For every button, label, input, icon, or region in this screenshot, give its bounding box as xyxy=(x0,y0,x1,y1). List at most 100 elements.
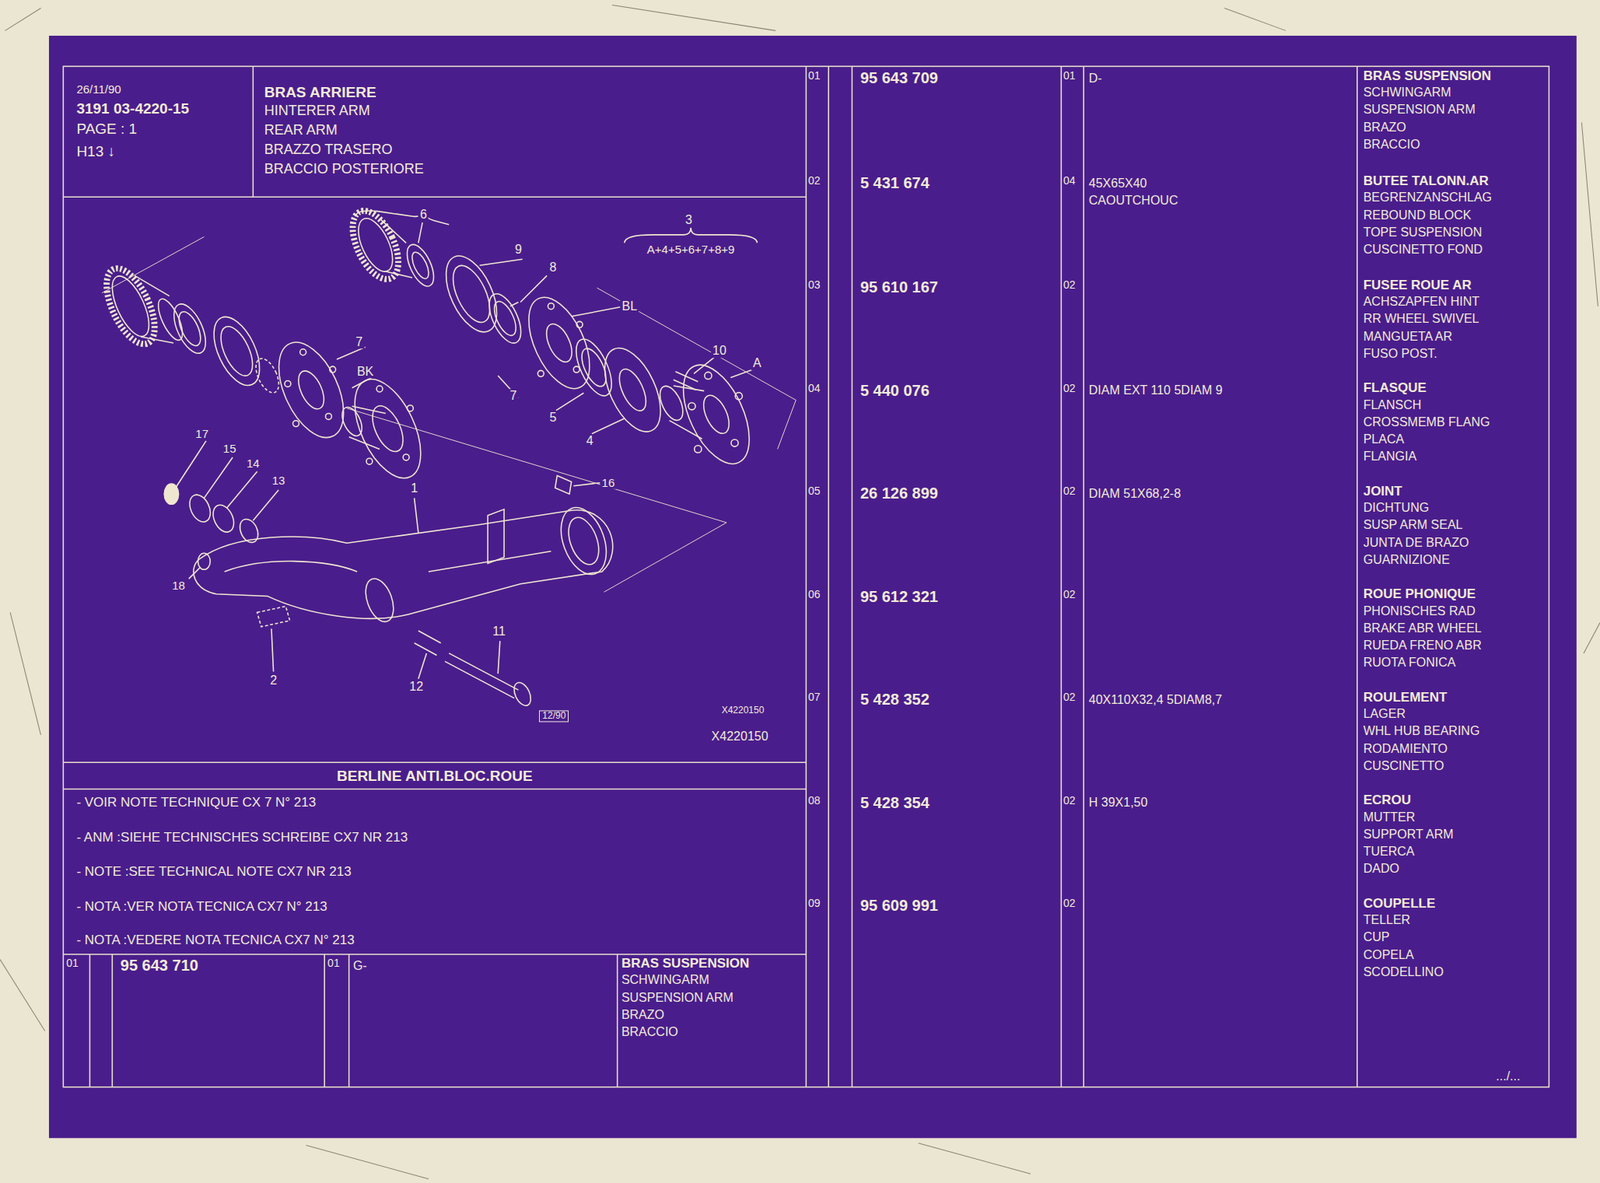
cell-text: BERLINE ANTI.BLOC.ROUE xyxy=(63,767,806,785)
flange xyxy=(516,288,603,399)
callout-number: 7 xyxy=(353,335,365,350)
swivel xyxy=(349,406,386,449)
reference-box: 26/11/903191 03-4220-15PAGE : 1H13 ↓ xyxy=(63,66,253,197)
cell-text: 08 xyxy=(808,794,821,807)
cell-text: GUARNIZIONE xyxy=(1363,553,1450,568)
bolt-hole xyxy=(688,402,696,410)
washer xyxy=(198,553,211,570)
bush xyxy=(414,630,442,655)
column-rule xyxy=(1060,66,1063,1087)
reference-mark: .../... xyxy=(1494,1069,1522,1084)
callout-number: 8 xyxy=(548,260,559,275)
flange xyxy=(265,332,357,448)
suspension-arm xyxy=(193,510,613,619)
cell-text: PAGE : 1 xyxy=(76,120,137,138)
column-rule xyxy=(348,954,351,1088)
row-rule xyxy=(63,762,806,764)
scratch xyxy=(1224,7,1286,31)
cell-text: ROUE PHONIQUE xyxy=(1363,586,1477,603)
tone-wheel xyxy=(153,295,187,344)
scratch xyxy=(1583,623,1600,654)
column-rule xyxy=(827,66,830,1087)
cell-text: 26/11/90 xyxy=(76,82,121,96)
part-number: 5 428 352 xyxy=(860,690,930,709)
cell-text: 3191 03-4220-15 xyxy=(76,100,190,118)
callout-number: 10 xyxy=(710,344,729,359)
parts-row: 0395 610 16702FUSEE ROUE ARACHSZAPFEN HI… xyxy=(805,275,1549,379)
cell-text: CUP xyxy=(1363,930,1390,945)
guide-line xyxy=(101,236,796,592)
cell-text: JOINT xyxy=(1363,483,1403,500)
cell-text: BRAKE ABR WHEEL xyxy=(1363,621,1482,636)
scratch xyxy=(10,612,41,735)
cell-text: 03 xyxy=(808,278,821,291)
cell-text: FUSO POST. xyxy=(1363,346,1438,361)
callout-number: 17 xyxy=(193,427,211,441)
cell-text: DICHTUNG xyxy=(1363,500,1429,515)
cell-text: LAGER xyxy=(1363,707,1406,722)
callout-number: 3 xyxy=(683,213,694,228)
cell-text: DIAM EXT 110 5DIAM 9 xyxy=(1088,383,1223,398)
title-box: BRAS ARRIEREHINTERER ARMREAR ARMBRAZZO T… xyxy=(252,66,806,197)
scratch xyxy=(1581,122,1598,306)
bolt-hole xyxy=(576,321,583,328)
column-rule xyxy=(89,954,92,1088)
cell-text: 04 xyxy=(1063,174,1076,187)
bolt-hole xyxy=(704,371,712,379)
cell-text: SCHWINGARM xyxy=(1363,85,1452,100)
tone-wheel xyxy=(351,213,400,277)
parts-row: 0195 643 71001G-BRAS SUSPENSIONSCHWINGAR… xyxy=(63,954,806,1088)
part-number: 26 126 899 xyxy=(860,484,939,503)
column-rule xyxy=(616,954,619,1088)
cell-text: - NOTA :VER NOTA TECNICA CX7 N° 213 xyxy=(76,899,327,915)
seal xyxy=(568,334,619,402)
wheel-hub xyxy=(669,355,763,475)
cell-text: 45X65X40 xyxy=(1088,176,1148,191)
bolt-hole xyxy=(406,405,414,412)
parts-row: 0526 126 89902DIAM 51X68,2-8JOINTDICHTUN… xyxy=(805,481,1549,585)
cell-text: BRACCIO POSTERIORE xyxy=(264,161,424,178)
parts-row: 025 431 6740445X65X40CAOUTCHOUCBUTEE TAL… xyxy=(805,171,1549,276)
tone-wheel xyxy=(134,275,174,344)
cell-text: H 39X1,50 xyxy=(1088,795,1149,810)
cell-text: ROULEMENT xyxy=(1363,689,1448,706)
cell-text: 06 xyxy=(808,588,821,601)
cell-text: 02 xyxy=(1063,484,1076,498)
cell-text: PLACA xyxy=(1363,432,1404,447)
bearing-ring xyxy=(175,308,206,350)
cell-text: BRACCIO xyxy=(621,1025,679,1040)
cell-text: MANGUETA AR xyxy=(1363,329,1453,344)
arm-bracket xyxy=(487,509,505,564)
bolt-hole xyxy=(284,381,291,388)
cell-text: 04 xyxy=(808,381,821,395)
swivel xyxy=(366,401,410,456)
cell-text: CAOUTCHOUC xyxy=(1088,193,1179,208)
washer xyxy=(236,516,262,546)
cell-text: DADO xyxy=(1363,861,1400,876)
leader-line xyxy=(175,222,754,680)
cell-text: BUTEE TALONN.AR xyxy=(1363,173,1489,190)
bolt-hole xyxy=(537,370,544,377)
cup xyxy=(214,322,260,381)
cell-text: TOPE SUSPENSION xyxy=(1363,225,1483,240)
cell-text: 40X110X32,4 5DIAM8,7 xyxy=(1088,693,1222,708)
part-number: 5 431 674 xyxy=(860,174,930,193)
cell-text: SUPPORT ARM xyxy=(1363,827,1454,842)
cell-text: FUSEE ROUE AR xyxy=(1363,277,1472,294)
callout-number: 1 xyxy=(409,482,420,497)
cell-text: 01 xyxy=(327,956,340,970)
reference-mark: X4220150 xyxy=(710,729,771,744)
cell-text: COUPELLE xyxy=(1363,896,1436,912)
callout-number: 18 xyxy=(170,579,187,593)
bearing-ring xyxy=(167,299,212,358)
arm-boss xyxy=(360,574,399,626)
callout-number: 15 xyxy=(221,442,239,456)
callout-number: 11 xyxy=(490,624,508,639)
scratch xyxy=(306,1144,429,1179)
cell-text: D- xyxy=(1088,71,1103,86)
cell-text: TELLER xyxy=(1363,913,1411,928)
seal xyxy=(577,345,612,391)
